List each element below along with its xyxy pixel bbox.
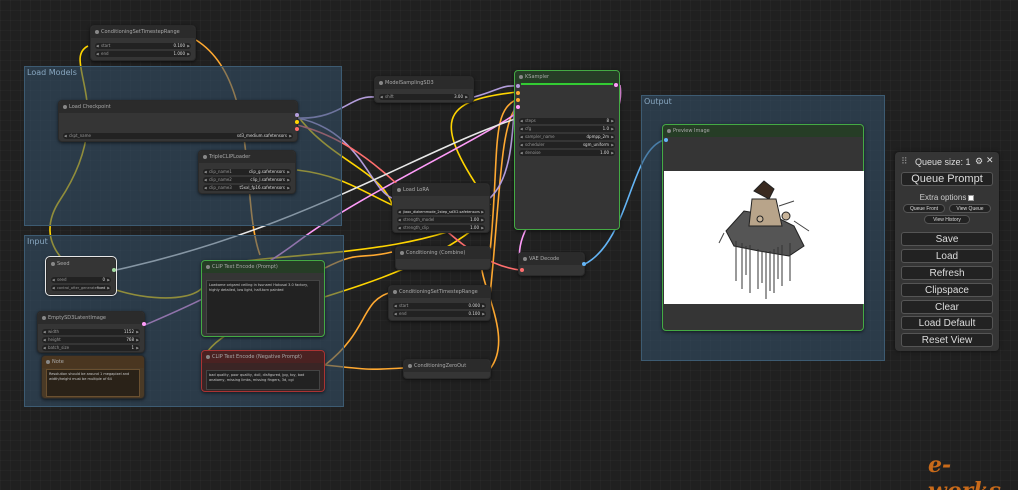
vae-output-slot[interactable]: [295, 127, 299, 131]
clear-button[interactable]: Clear: [901, 300, 993, 314]
view-queue-button[interactable]: View Queue: [949, 204, 991, 213]
node-vae-decode[interactable]: VAE Decode: [518, 252, 585, 276]
note-text[interactable]: Resolution should be around 1 megapixel …: [46, 369, 140, 397]
node-title: TripleCLIPLoader: [199, 151, 295, 163]
positive-prompt-textarea[interactable]: Lowkame origami ceiling in tsunami Hokus…: [206, 280, 320, 334]
node-title: VAE Decode: [519, 253, 584, 265]
node-clip-text-encode-negative[interactable]: CLIP Text Encode (Negative Prompt) bad q…: [201, 350, 325, 392]
node-title: Load LoRA: [393, 184, 489, 196]
model-output-slot[interactable]: [295, 113, 299, 117]
node-triple-clip-loader[interactable]: TripleCLIPLoader clip_name1clip_g.safete…: [198, 150, 296, 194]
gear-icon[interactable]: ⚙: [975, 156, 984, 166]
group-load-models[interactable]: Load Models: [24, 66, 342, 226]
latent-input-slot[interactable]: [516, 105, 520, 109]
node-title: Seed: [47, 258, 115, 270]
save-button[interactable]: Save: [901, 232, 993, 246]
node-title: Note: [42, 356, 144, 368]
node-title: ConditioningSetTimestepRange: [389, 286, 490, 298]
node-title: CLIP Text Encode (Prompt): [202, 261, 324, 273]
watermark-logo: e-works: [928, 452, 1001, 490]
clipspace-button[interactable]: Clipspace: [901, 283, 993, 297]
vae-input-slot[interactable]: [520, 268, 524, 272]
negative-prompt-textarea[interactable]: bad quality, poor quality, doll, disfigu…: [206, 370, 320, 390]
node-title: ModelSamplingSD3: [375, 77, 473, 89]
negative-input-slot[interactable]: [516, 98, 520, 102]
load-button[interactable]: Load: [901, 249, 993, 263]
generated-image: [718, 180, 810, 299]
extra-options-checkbox[interactable]: [968, 194, 975, 201]
extra-options-label: Extra options: [919, 193, 967, 202]
node-title: ConditioningZeroOut: [404, 360, 490, 372]
node-conditioning-timestep-range-top[interactable]: ConditioningSetTimestepRange start0.100 …: [90, 25, 196, 61]
node-title: KSampler: [515, 71, 619, 83]
node-title: Conditioning (Combine): [396, 247, 490, 259]
lora-name-widget[interactable]: jiaox_diakemmode_2step_sd3l2.safetensors: [397, 209, 485, 215]
node-conditioning-combine[interactable]: Conditioning (Combine): [395, 246, 491, 270]
latent-output-slot[interactable]: [614, 83, 618, 87]
node-conditioning-timestep-range-mid[interactable]: ConditioningSetTimestepRange start0.000 …: [388, 285, 491, 321]
node-clip-text-encode-positive[interactable]: CLIP Text Encode (Prompt) Lowkame origam…: [201, 260, 325, 337]
node-load-checkpoint[interactable]: Load Checkpoint ckpt_namesd3_medium.safe…: [58, 100, 298, 142]
image-output-slot[interactable]: [582, 262, 586, 266]
node-title: Load Checkpoint: [59, 101, 297, 113]
positive-input-slot[interactable]: [516, 91, 520, 95]
seed-output-slot[interactable]: [112, 268, 116, 272]
node-title: ConditioningSetTimestepRange: [91, 26, 195, 38]
node-load-lora[interactable]: Load LoRA jiaox_diakemmode_2step_sd3l2.s…: [392, 183, 490, 233]
node-note[interactable]: Note Resolution should be around 1 megap…: [41, 355, 145, 399]
close-icon[interactable]: ✕: [986, 155, 994, 165]
menu-header: ⠿ Queue size: 1 ⚙ ✕: [895, 155, 999, 168]
node-title: CLIP Text Encode (Negative Prompt): [202, 351, 324, 363]
group-title: Load Models: [27, 68, 77, 77]
node-conditioning-zero-out[interactable]: ConditioningZeroOut: [403, 359, 491, 379]
group-title: Output: [644, 97, 672, 106]
images-input-slot[interactable]: [664, 138, 668, 142]
clip-output-slot[interactable]: [295, 120, 299, 124]
refresh-button[interactable]: Refresh: [901, 266, 993, 280]
reset-view-button[interactable]: Reset View: [901, 333, 993, 347]
queue-size: Queue size: 1: [915, 157, 971, 167]
queue-front-button[interactable]: Queue Front: [903, 204, 945, 213]
group-title: Input: [27, 237, 48, 246]
drag-handle-icon[interactable]: ⠿: [901, 156, 908, 166]
node-title: EmptySD3LatentImage: [38, 312, 144, 324]
queue-menu[interactable]: ⠿ Queue size: 1 ⚙ ✕ Queue Prompt Extra o…: [895, 152, 999, 351]
load-default-button[interactable]: Load Default: [901, 316, 993, 330]
extra-options: Extra options: [895, 193, 999, 202]
view-history-button[interactable]: View History: [924, 215, 970, 224]
latent-output-slot[interactable]: [142, 322, 146, 326]
progress-bar: [521, 83, 613, 85]
node-title: Preview Image: [663, 125, 863, 137]
model-link: [473, 85, 519, 98]
model-input-slot[interactable]: [516, 84, 520, 88]
queue-prompt-button[interactable]: Queue Prompt: [901, 172, 993, 186]
preview-image: [664, 171, 864, 304]
